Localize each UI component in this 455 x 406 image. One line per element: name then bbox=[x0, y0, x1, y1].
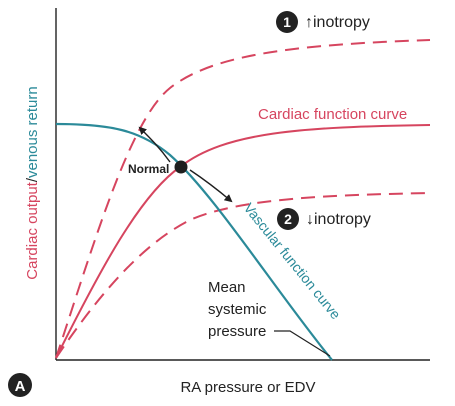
normal-point-marker bbox=[174, 160, 188, 174]
badge-2-number: 2 bbox=[284, 211, 292, 227]
msp-label-line2: systemic bbox=[208, 301, 267, 318]
msp-label-line3: pressure bbox=[208, 323, 266, 340]
decreased-inotropy-label: ↓inotropy bbox=[306, 211, 371, 228]
badge-1-number: 1 bbox=[283, 14, 291, 30]
increased-inotropy-curve bbox=[55, 39, 431, 359]
y-axis-label: Cardiac output/venous return bbox=[24, 86, 41, 279]
cardiac-curve-label: Cardiac function curve bbox=[258, 106, 407, 123]
msp-label-line1: Mean bbox=[208, 279, 246, 296]
msp-leader-line bbox=[274, 330, 331, 357]
y-axis-label-part2: venous return bbox=[24, 86, 41, 178]
decreased-inotropy-curve bbox=[55, 192, 431, 359]
badge-1-circle bbox=[276, 11, 298, 33]
arrow-up-left bbox=[138, 126, 171, 163]
vascular-function-curve bbox=[55, 122, 333, 361]
normal-label: Normal bbox=[128, 162, 169, 176]
arrow-down-right bbox=[189, 169, 233, 203]
y-axis-label-part1: Cardiac output bbox=[24, 181, 41, 279]
panel-badge-letter: A bbox=[15, 378, 26, 395]
increased-inotropy-label: ↑inotropy bbox=[305, 14, 370, 31]
y-axis-label-separator: / bbox=[24, 177, 41, 182]
panel-badge-circle bbox=[8, 373, 32, 397]
badge-2-circle bbox=[277, 208, 299, 230]
x-axis-label: RA pressure or EDV bbox=[180, 379, 315, 396]
